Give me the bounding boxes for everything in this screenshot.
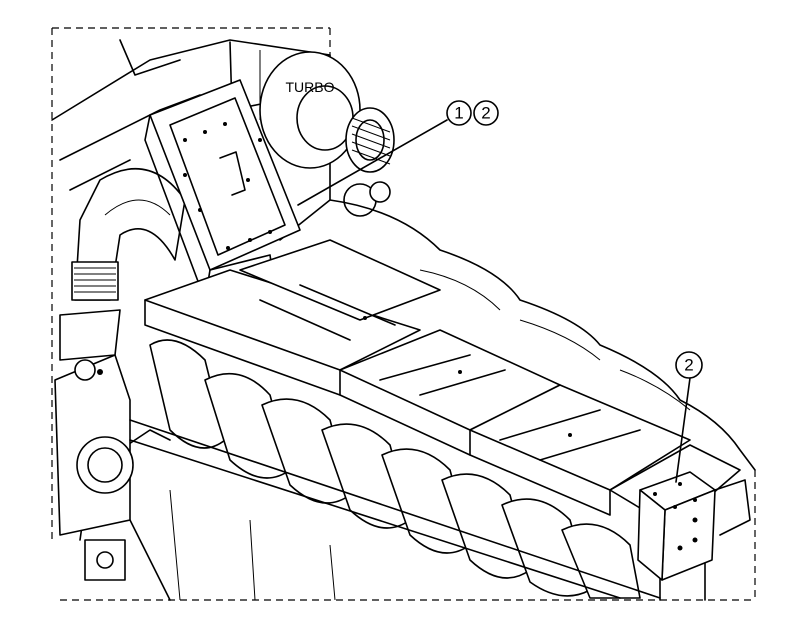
turbo-label: TURBO	[286, 79, 335, 95]
front-cover	[54, 354, 134, 536]
callout-1-text: 1	[454, 104, 463, 123]
manifold-outline	[329, 199, 756, 471]
turbocharger: TURBO	[259, 51, 395, 217]
leader-lines	[297, 119, 691, 483]
callout-1: 1	[446, 100, 472, 126]
leader-line-1-2	[297, 119, 448, 206]
intake-elbow	[59, 167, 186, 361]
callout-2-top-text: 2	[481, 104, 490, 123]
top-cover-plates	[144, 239, 741, 521]
callout-2-top: 2	[473, 100, 499, 126]
leader-line-2	[675, 377, 691, 483]
exhaust-housing-plate	[144, 79, 301, 306]
callout-2-right-text: 2	[684, 356, 693, 375]
callout-2-right: 2	[675, 351, 703, 379]
right-end-bracket	[637, 471, 751, 581]
